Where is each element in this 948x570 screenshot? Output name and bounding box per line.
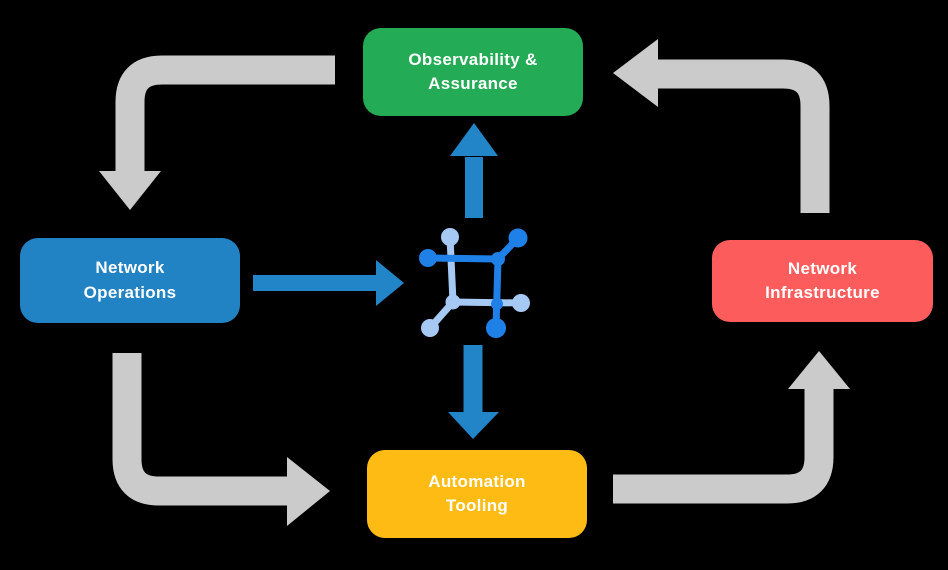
- node-network-operations: Network Operations: [20, 238, 240, 323]
- flow-arrow-center-to-automation: [448, 345, 499, 439]
- node-automation-label: Automation Tooling: [428, 471, 526, 515]
- network-mesh-icon: [419, 228, 530, 338]
- node-network-infrastructure: Network Infrastructure: [712, 240, 933, 322]
- flow-arrow-center-to-observability: [450, 123, 498, 218]
- node-operations-label: Network Operations: [83, 258, 177, 302]
- cycle-arrow-top-right: [613, 39, 830, 213]
- cycle-arrow-bottom-left: [112, 353, 330, 526]
- node-observability-assurance: Observability & Assurance: [363, 28, 583, 116]
- node-infrastructure-label: Network Infrastructure: [765, 258, 880, 302]
- node-automation-tooling: Automation Tooling: [367, 450, 587, 538]
- cycle-arrow-bottom-right: [613, 351, 850, 504]
- flow-arrow-operations-to-center: [253, 260, 404, 306]
- node-observability-label: Observability & Assurance: [408, 49, 538, 93]
- cycle-arrow-top-left: [99, 55, 335, 210]
